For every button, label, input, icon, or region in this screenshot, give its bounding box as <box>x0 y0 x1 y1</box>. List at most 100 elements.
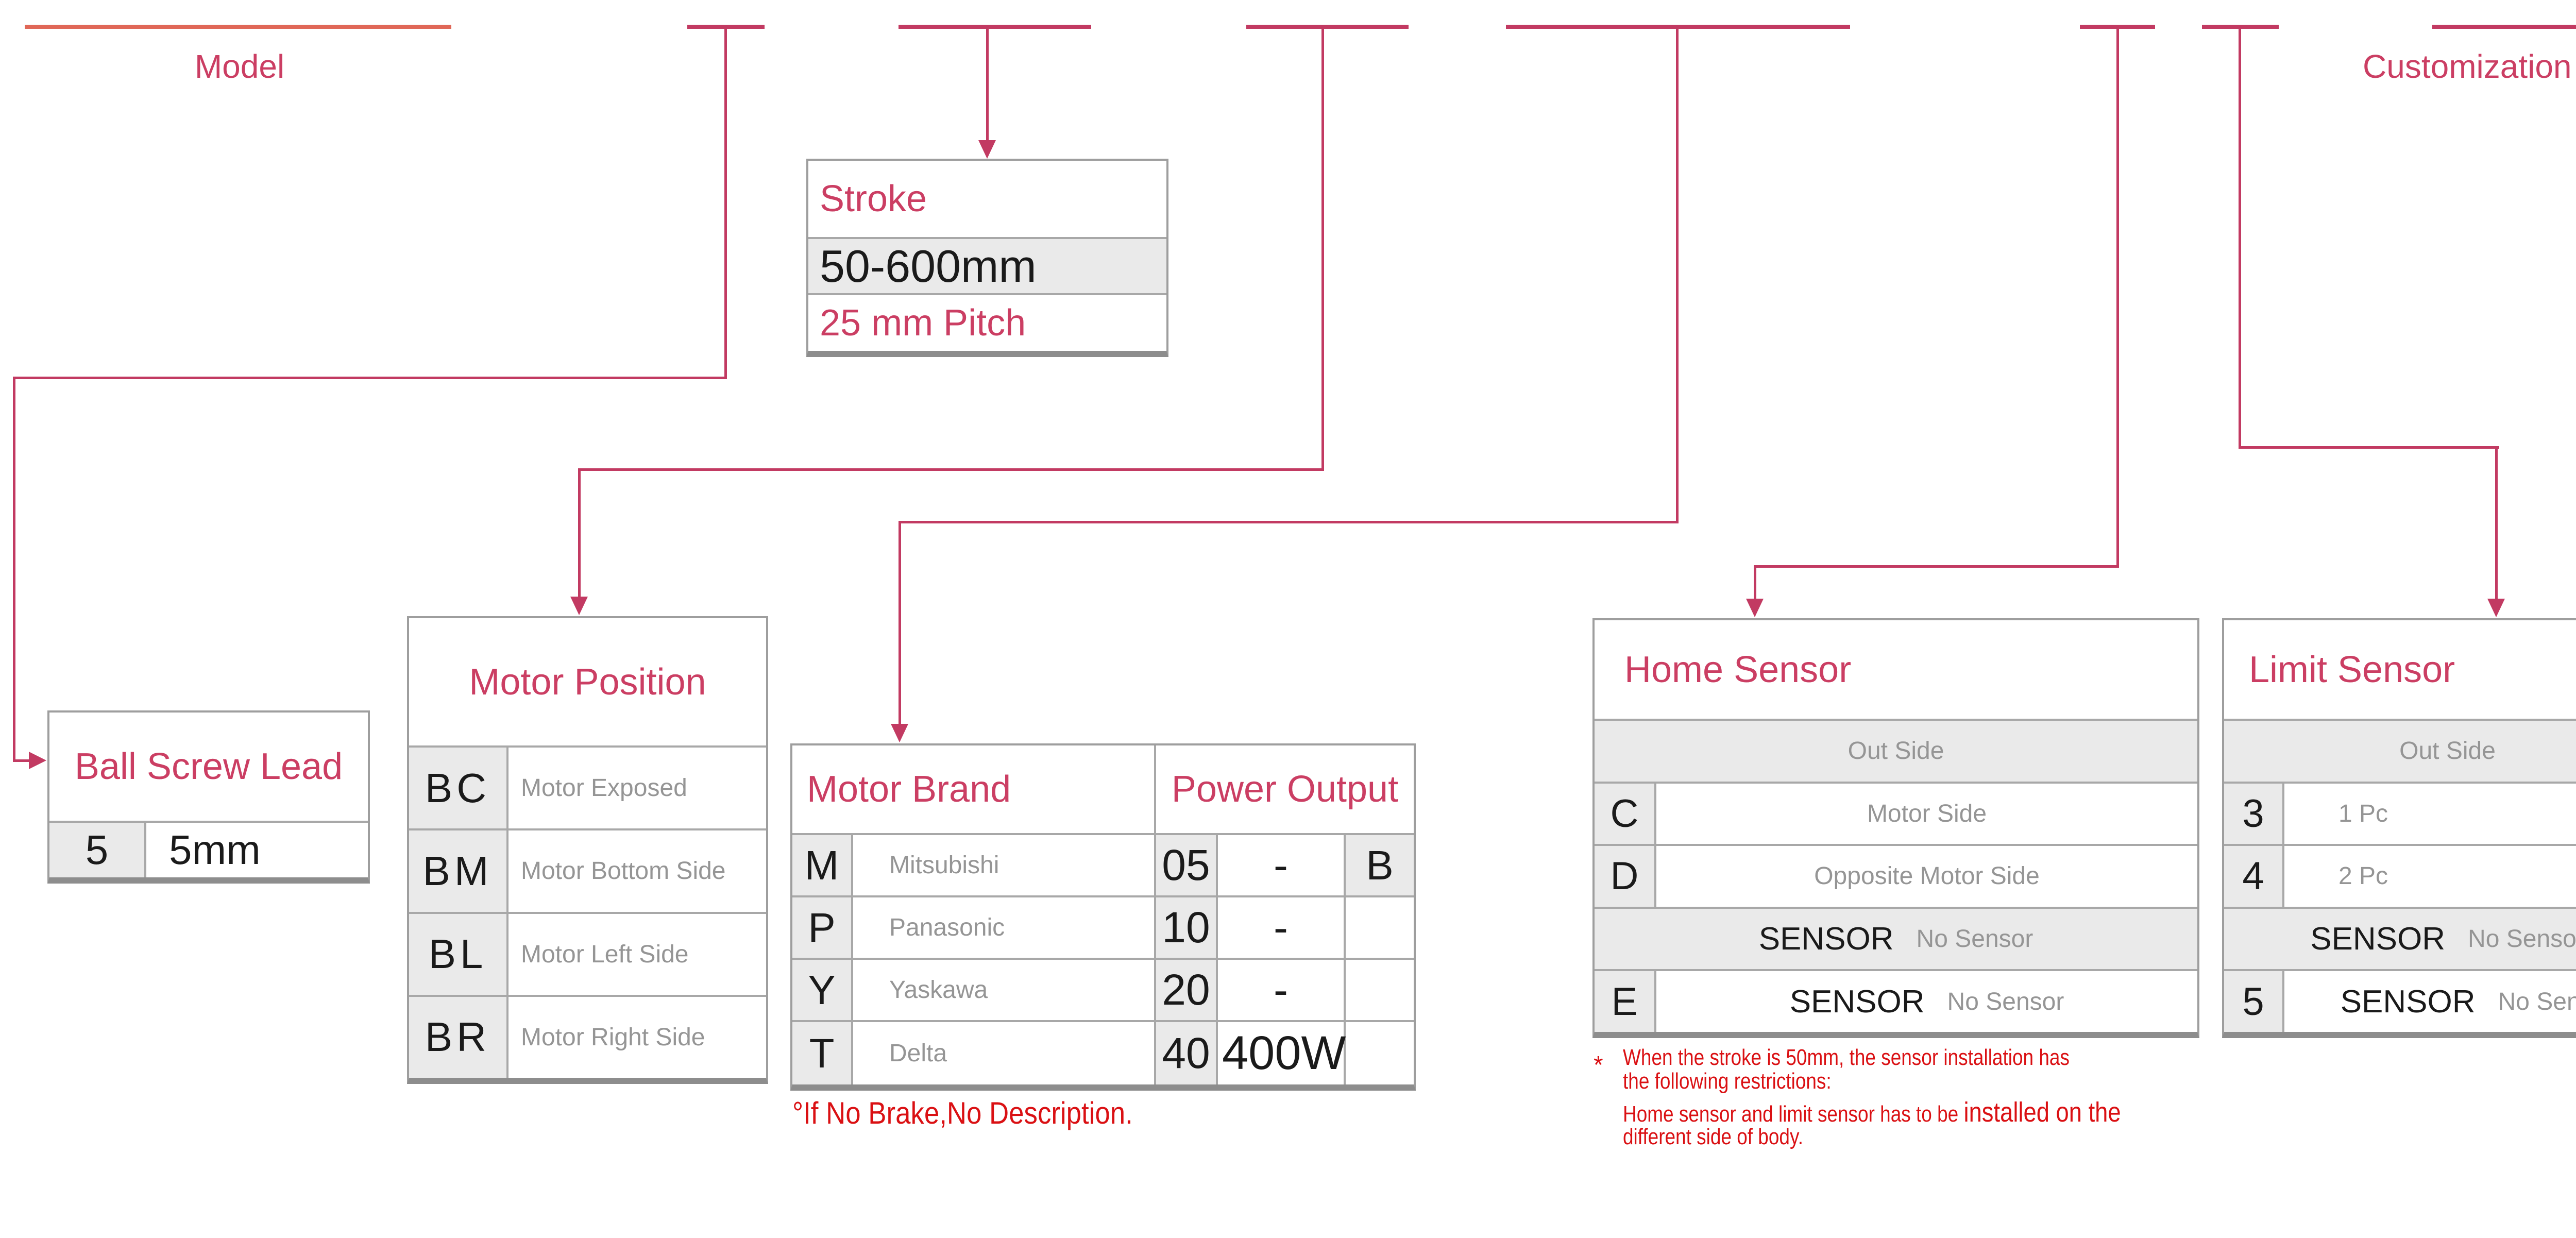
customization-order-label: Customization Order No. <box>2363 48 2576 85</box>
limit-sensor-box: Limit Sensor Out Side 3 1 Pc 4 2 Pc SENS… <box>2222 618 2576 1038</box>
connector-line <box>899 521 1679 523</box>
motor-position-desc: Motor Right Side <box>521 1023 705 1051</box>
code-segment-home-sensor <box>2080 25 2155 29</box>
brand-name-text: Delta <box>889 1040 947 1067</box>
sensor-word: SENSOR <box>2340 983 2476 1020</box>
sensor-desc: 1 Pc <box>2338 800 2388 827</box>
home-sensor-title: Home Sensor <box>1624 649 1852 690</box>
outside-label: Out Side <box>1848 737 1944 765</box>
no-sensor-row: SENSOR No Sensor <box>2224 906 2576 970</box>
table-row: C Motor Side <box>1595 781 2197 844</box>
sensor-word: SENSOR <box>1758 921 1894 957</box>
sensor-code: 5 <box>2224 971 2284 1032</box>
power-value: - <box>1218 835 1346 897</box>
code-segment-customization <box>2432 25 2576 29</box>
arrowhead <box>978 140 996 159</box>
model-label: Model <box>194 48 285 85</box>
limit-sensor-title-row: Limit Sensor <box>2224 620 2576 719</box>
table-row: BR Motor Right Side <box>409 994 766 1078</box>
sensor-code: C <box>1595 783 1656 844</box>
motor-position-code: BC <box>409 748 509 829</box>
power-value-text: - <box>1274 841 1288 889</box>
brand-code-text: Y <box>808 966 836 1013</box>
arrowhead <box>570 597 588 615</box>
stroke-title-row: Stroke <box>808 161 1166 237</box>
connector-line <box>899 521 901 725</box>
brake-code: B <box>1346 835 1414 897</box>
footnote-line: different side of body. <box>1623 1124 1803 1149</box>
ball-screw-code: 5 <box>49 823 146 877</box>
brake-code <box>1346 897 1414 960</box>
motor-brand-title: Motor Brand <box>807 769 1011 810</box>
power-value: - <box>1218 960 1346 1022</box>
table-row: 4 2 Pc <box>2224 844 2576 907</box>
footnote-line: the following restrictions: <box>1623 1069 1832 1094</box>
motor-position-desc: Motor Exposed <box>521 774 687 802</box>
stroke-box: Stroke 50-600mm 25 mm Pitch <box>806 159 1168 357</box>
no-sensor-label: No Sensor <box>2468 925 2576 953</box>
brand-code-text: P <box>808 904 836 951</box>
connector-line <box>2239 446 2499 449</box>
sensor-desc: SENSOR No Sensor <box>2284 971 2576 1032</box>
outside-row: Out Side <box>2224 719 2576 782</box>
motor-position-code: BL <box>409 913 509 995</box>
motor-position-title: Motor Position <box>469 661 706 703</box>
home-sensor-box: Home Sensor Out Side C Motor Side D Oppo… <box>1592 618 2199 1038</box>
no-brake-note: °If No Brake,No Description. <box>792 1096 1133 1130</box>
no-sensor-label: No Sensor <box>1947 988 2064 1015</box>
brand-code-text: M <box>804 842 839 888</box>
power-code: 10 <box>1156 897 1218 960</box>
connector-line <box>1754 565 2119 568</box>
power-output-title: Power Output <box>1171 769 1399 810</box>
brand-code-text: T <box>809 1030 835 1076</box>
ball-screw-title-row: Ball Screw Lead <box>49 713 368 821</box>
power-value-text: 400W <box>1222 1027 1346 1079</box>
arrowhead <box>2487 599 2505 617</box>
brake-code <box>1346 960 1414 1022</box>
power-code-text: 20 <box>1162 965 1210 1014</box>
power-value-text: - <box>1274 965 1288 1014</box>
sensor-desc: 2 Pc <box>2338 862 2388 890</box>
brake-code <box>1346 1022 1414 1084</box>
stroke-title: Stroke <box>820 178 927 219</box>
code-segment-stroke <box>899 25 1091 29</box>
connector-line <box>578 468 581 598</box>
connector-line <box>1321 29 1324 471</box>
motor-position-desc: Motor Left Side <box>521 940 689 968</box>
motor-position-title-row: Motor Position <box>409 618 766 745</box>
brand-name-text: Yaskawa <box>889 976 988 1004</box>
sensor-code: D <box>1595 846 1656 907</box>
power-code-text: 05 <box>1162 841 1210 889</box>
brand-name: Yaskawa <box>853 960 1156 1022</box>
brand-name: Delta <box>853 1022 1156 1084</box>
table-row: BL Motor Left Side <box>409 911 766 995</box>
power-code: 05 <box>1156 835 1218 897</box>
footnote-asterisk: * <box>1594 1052 1603 1079</box>
arrowhead <box>29 752 46 769</box>
power-code: 20 <box>1156 960 1218 1022</box>
footnote-text-large: installed on the <box>1963 1097 2121 1128</box>
motor-position-desc: Motor Bottom Side <box>521 857 726 885</box>
power-output-header: Power Output <box>1156 745 1414 835</box>
motor-brand-header: Motor Brand <box>792 745 1156 835</box>
brand-code: Y <box>792 960 853 1022</box>
power-code-text: 10 <box>1162 903 1210 952</box>
outside-label: Out Side <box>2399 737 2496 765</box>
power-value-text: - <box>1274 903 1288 952</box>
table-row: BC Motor Exposed <box>409 745 766 829</box>
connector-line <box>13 759 29 762</box>
motor-position-box: Motor Position BC Motor Exposed BM Motor… <box>407 616 768 1084</box>
connector-line <box>578 468 1324 471</box>
sensor-desc: SENSOR No Sensor <box>1656 971 2197 1032</box>
table-row: BM Motor Bottom Side <box>409 828 766 912</box>
footnote-text: Home sensor and limit sensor has to be <box>1623 1101 1964 1127</box>
table-row: E SENSOR No Sensor <box>1595 969 2197 1032</box>
home-sensor-title-row: Home Sensor <box>1595 620 2197 719</box>
stroke-pitch-row: 25 mm Pitch <box>808 295 1166 351</box>
stroke-range-row: 50-600mm <box>808 237 1166 295</box>
brand-code: M <box>792 835 853 897</box>
ball-screw-title: Ball Screw Lead <box>74 746 343 787</box>
code-segment-lead <box>687 25 765 29</box>
sensor-code: 3 <box>2224 783 2284 844</box>
brand-name: Panasonic <box>853 897 1156 960</box>
